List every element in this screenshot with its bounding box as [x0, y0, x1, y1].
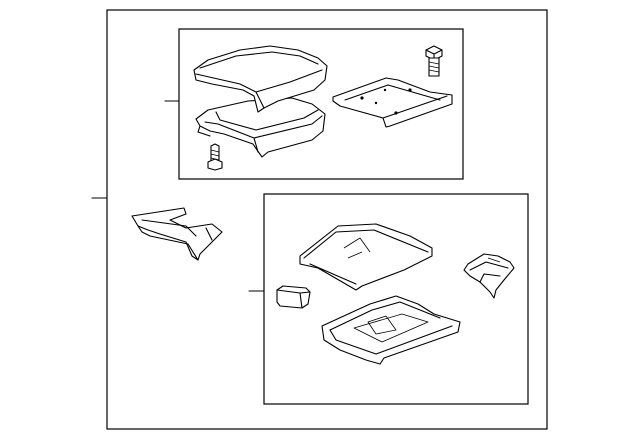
assembly-frame — [106, 9, 548, 430]
console-tray-group — [248, 193, 529, 405]
mounting-bolt — [425, 45, 443, 77]
armrest-cushion — [193, 45, 328, 113]
armrest-lid-group — [164, 28, 464, 180]
tray-group-frame — [263, 193, 529, 405]
console-side-bracket — [131, 207, 223, 261]
armrest-hinge-bracket — [332, 77, 453, 128]
latch-clip — [463, 253, 515, 299]
latch-button — [276, 285, 311, 309]
storage-tray — [321, 295, 461, 365]
storage-tray-lid — [299, 223, 433, 291]
mounting-screw — [207, 143, 223, 171]
armrest-group-frame — [178, 28, 464, 180]
